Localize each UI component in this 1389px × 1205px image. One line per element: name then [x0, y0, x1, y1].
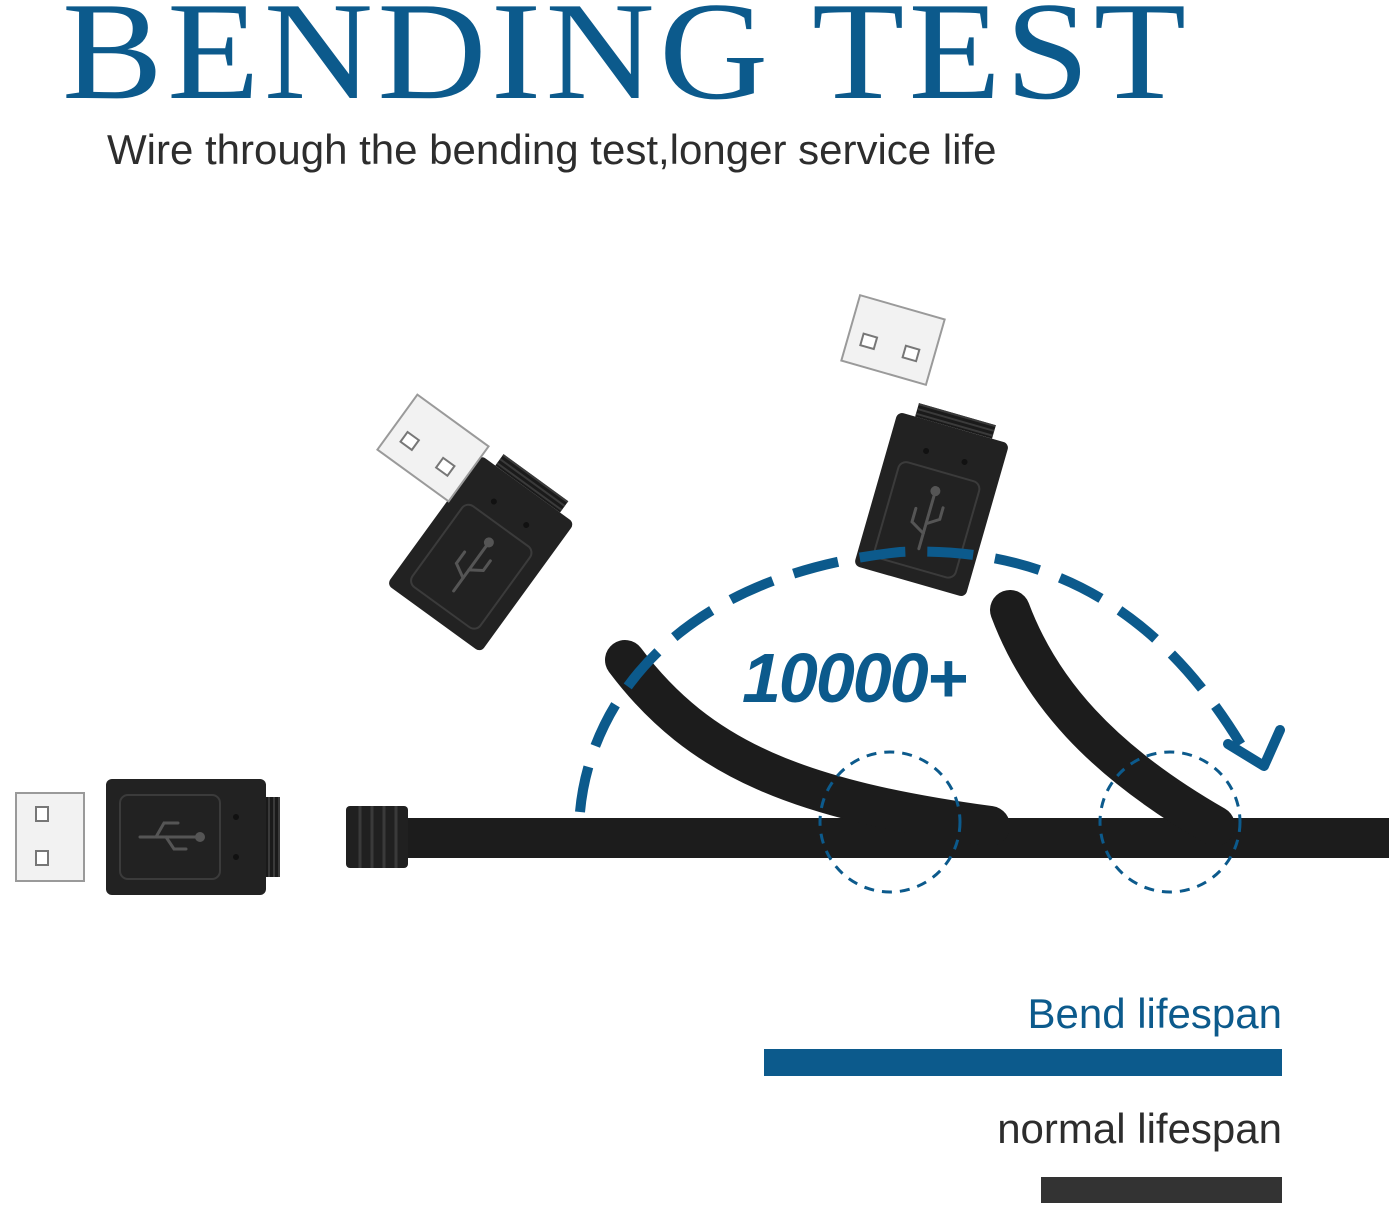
bend-lifespan-bar	[764, 1049, 1282, 1076]
page-title: BENDING TEST	[62, 0, 1191, 129]
dashed-circle-icon	[818, 750, 962, 894]
page-subtitle: Wire through the bending test,longer ser…	[107, 126, 997, 173]
dashed-circle-icon	[1098, 750, 1242, 894]
normal-lifespan-bar	[1041, 1177, 1282, 1203]
normal-lifespan-label: normal lifespan	[997, 1105, 1282, 1152]
usb-trident-symbol-icon	[104, 777, 282, 897]
bent-cable-mid	[376, 393, 1010, 846]
bend-lifespan-label: Bend lifespan	[1027, 990, 1282, 1037]
bent-cable-top	[840, 294, 1235, 846]
usb-connector-icon	[15, 792, 85, 882]
curved-arrow-icon	[575, 546, 1255, 813]
bend-count: 10000+	[742, 639, 968, 717]
